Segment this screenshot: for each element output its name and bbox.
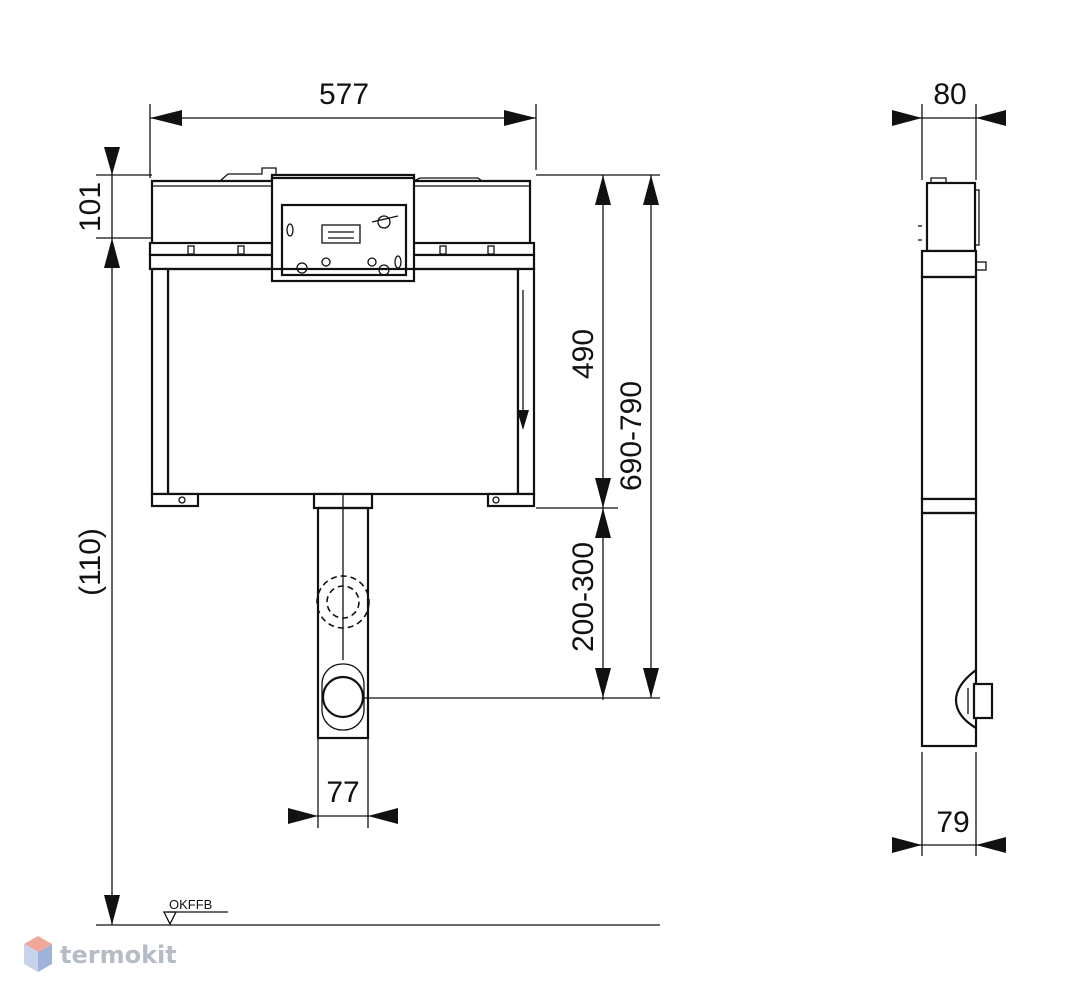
dim-width-top: 577 xyxy=(319,78,369,111)
front-view xyxy=(148,167,536,740)
floor-label: OKFFB xyxy=(169,897,212,912)
dim-side-depth-top: 80 xyxy=(933,78,966,111)
brand-logo-text: termokit xyxy=(60,941,177,969)
watermark: termokit xyxy=(24,936,177,972)
dim-overall-height: (110) xyxy=(74,528,107,596)
dimension-lines xyxy=(96,104,1006,926)
dim-top-section: 101 xyxy=(74,182,107,232)
side-view xyxy=(918,177,994,748)
cube-logo-icon xyxy=(24,936,52,972)
dim-outlet-range: 200-300 xyxy=(567,542,600,652)
dim-side-depth-bottom: 79 xyxy=(936,806,969,839)
dim-tank-height: 490 xyxy=(567,329,600,379)
dim-pipe-width: 77 xyxy=(326,776,359,809)
dim-total-range: 690-790 xyxy=(615,381,648,491)
